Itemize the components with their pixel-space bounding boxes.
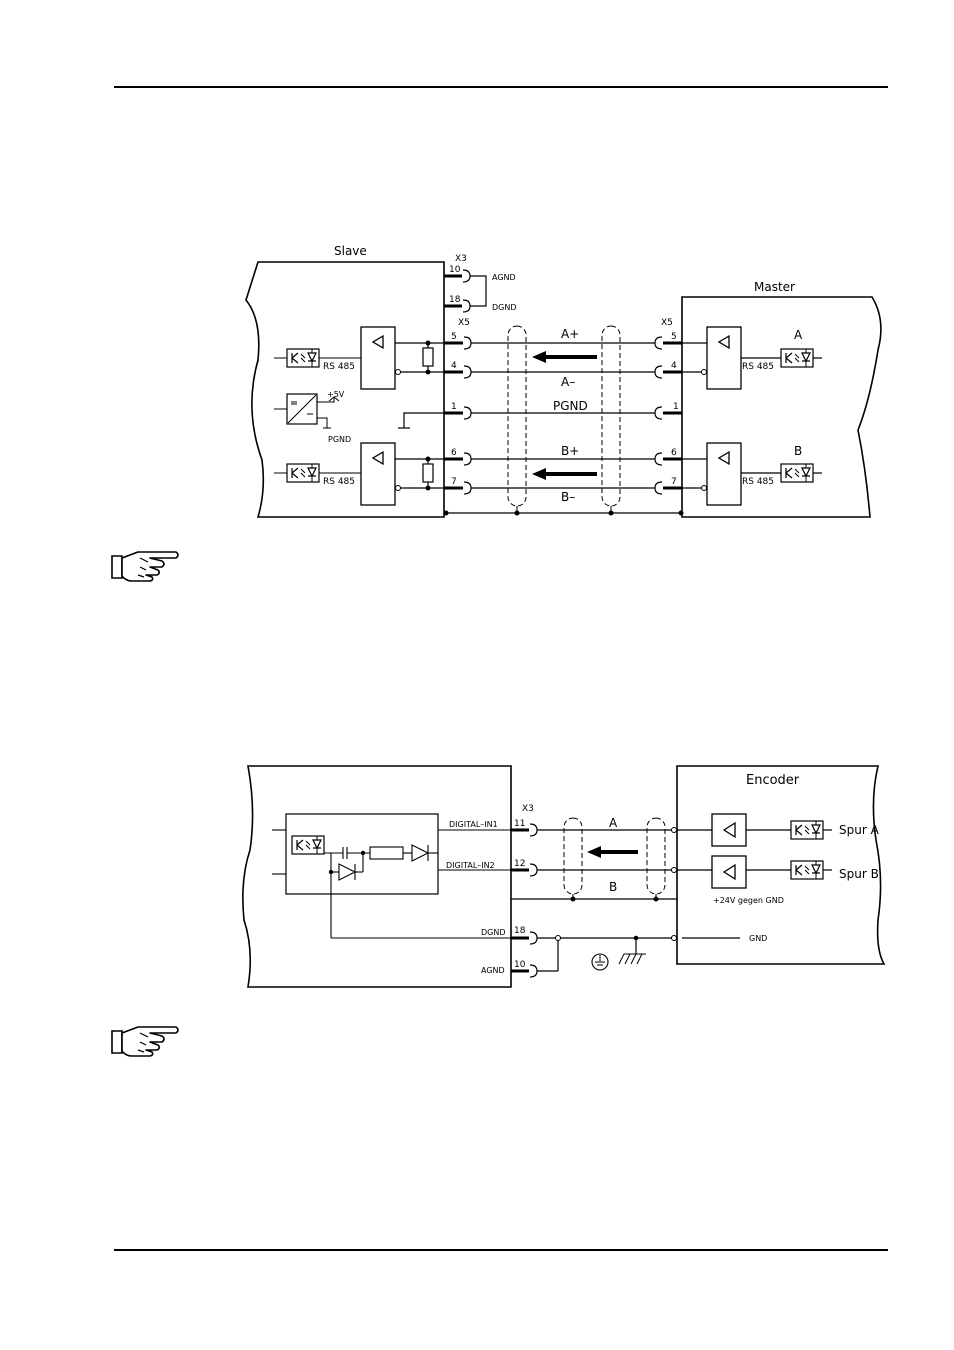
slave-label: Slave <box>334 244 367 258</box>
agnd-label: AGND <box>481 966 505 975</box>
digital-input-block <box>285 813 439 895</box>
x3-label: X3 <box>522 804 534 814</box>
pointing-hand-icon <box>111 1026 179 1057</box>
line-driver-icon <box>711 813 747 847</box>
dc-dc-converter-icon <box>274 393 340 429</box>
rs485-transceiver-icon <box>706 326 742 390</box>
bus-lines <box>444 342 682 514</box>
signal-a-minus: A– <box>561 375 575 389</box>
header-rule <box>114 86 888 88</box>
pin-5: 5 <box>451 332 457 342</box>
pointing-hand-icon <box>111 551 179 582</box>
pin-10: 10 <box>514 960 526 970</box>
direction-arrow-icon <box>532 351 597 363</box>
pin-5: 5 <box>671 332 677 342</box>
pin-7: 7 <box>451 477 457 487</box>
rs485-label: RS 485 <box>742 477 774 487</box>
input-circuit <box>272 829 511 939</box>
master-wiring <box>682 342 822 489</box>
encoder-diagram: Encoder DIGITAL–IN1 DIGITAL–I <box>242 765 886 988</box>
pin-11: 11 <box>514 819 525 829</box>
direction-arrow-icon <box>532 468 597 480</box>
pgnd-small-label: PGND <box>328 435 351 444</box>
signal-a-plus: A+ <box>561 327 579 341</box>
x5-slave-label: X5 <box>458 318 470 328</box>
signal-pgnd: PGND <box>553 399 588 413</box>
x5-master-pins <box>654 336 682 495</box>
spur-a-label: Spur A <box>839 823 880 837</box>
digital-in2-label: DIGITAL–IN2 <box>446 861 495 870</box>
optocoupler-icon <box>286 348 320 368</box>
signal-a-label: A <box>609 816 618 830</box>
agnd-label: AGND <box>492 273 516 282</box>
x5-master-label: X5 <box>661 318 673 328</box>
pin-7: 7 <box>671 477 677 487</box>
pin-4: 4 <box>671 361 677 371</box>
dgnd-label: DGND <box>492 303 517 312</box>
pin-18: 18 <box>514 926 526 936</box>
channel-b-label: B <box>794 444 802 458</box>
rs485-label: RS 485 <box>742 362 774 372</box>
slave-box <box>245 261 445 518</box>
channel-a-label: A <box>794 328 803 342</box>
drive-box <box>242 765 512 988</box>
x3-label: X3 <box>455 254 467 264</box>
termination-resistor-icon <box>422 347 434 367</box>
pin-10: 10 <box>449 265 461 275</box>
pin-1: 1 <box>673 402 679 412</box>
master-label: Master <box>754 280 795 294</box>
pin-4: 4 <box>451 361 457 371</box>
encoder-lines <box>511 829 740 972</box>
pin-1: 1 <box>451 402 457 412</box>
pin-12: 12 <box>514 859 525 869</box>
dgnd-label: DGND <box>481 928 506 937</box>
encoder-label: Encoder <box>746 773 800 788</box>
x5-slave-pins <box>444 336 472 495</box>
rs485-label: RS 485 <box>323 477 355 487</box>
signal-b-label: B <box>609 880 617 894</box>
signal-b-minus: B– <box>561 490 575 504</box>
termination-resistor-icon <box>422 463 434 483</box>
x3-pins <box>444 269 487 313</box>
optocoupler-icon <box>780 348 814 368</box>
rs485-transceiver-icon <box>360 326 396 390</box>
rs485-transceiver-icon <box>360 442 396 506</box>
rs485-label: RS 485 <box>323 362 355 372</box>
gnd-label: GND <box>749 934 767 943</box>
encoder-wiring <box>677 829 832 871</box>
optocoupler-icon <box>286 463 320 483</box>
optocoupler-icon <box>291 835 325 855</box>
pin-6: 6 <box>451 448 457 458</box>
signal-b-plus: B+ <box>561 444 579 458</box>
rs485-transceiver-icon <box>706 442 742 506</box>
pin-6: 6 <box>671 448 677 458</box>
line-driver-icon <box>711 855 747 889</box>
cable-shield <box>563 817 666 895</box>
supply-note: +24V gegen GND <box>713 896 784 905</box>
optocoupler-icon <box>790 860 824 880</box>
plus5v-label: +5V <box>327 390 345 399</box>
direction-arrow-icon <box>587 846 638 858</box>
master-box <box>681 296 882 518</box>
footer-rule <box>114 1249 888 1251</box>
encoder-box <box>676 765 886 965</box>
digital-in1-label: DIGITAL–IN1 <box>449 820 498 829</box>
slave-wiring <box>395 342 444 489</box>
optocoupler-icon <box>790 820 824 840</box>
x3-pins <box>511 823 538 978</box>
spur-b-label: Spur B <box>839 867 879 881</box>
pin-18: 18 <box>449 295 461 305</box>
chassis-ground-icon <box>618 953 646 965</box>
optocoupler-icon <box>780 463 814 483</box>
cable-shield <box>507 325 621 507</box>
protective-earth-icon <box>591 953 609 971</box>
rs485-diagram: Slave Master X3 10 18 AGND DGND X5 X5 RS… <box>245 244 882 518</box>
